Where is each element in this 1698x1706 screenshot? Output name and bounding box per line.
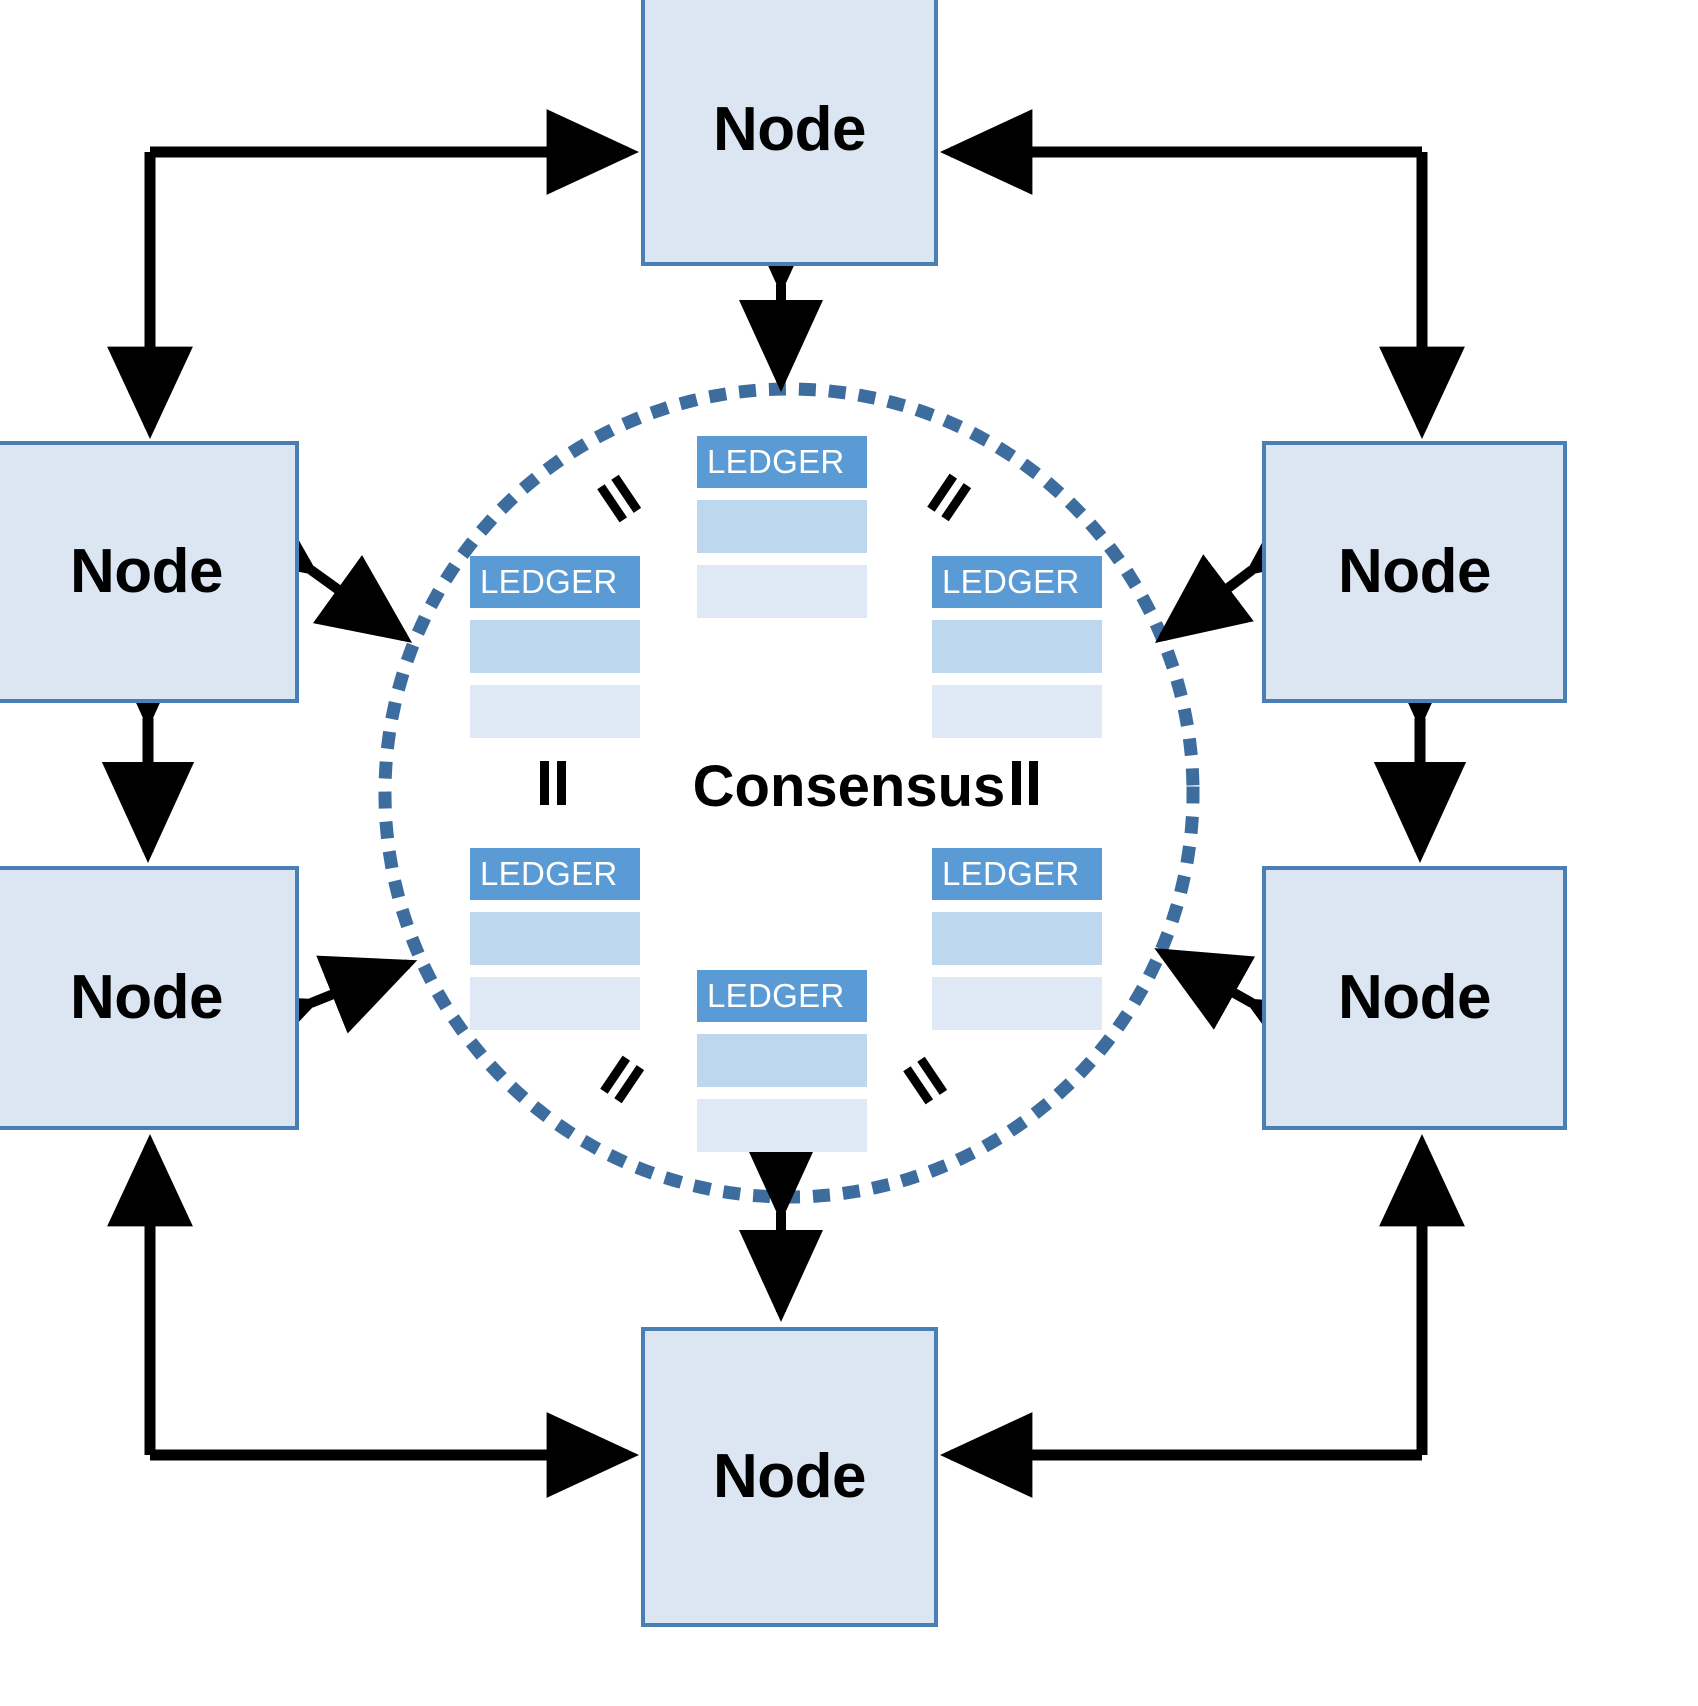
ledger-row [932,620,1102,673]
ledger-row [697,500,867,553]
ledger-header-label: LEDGER [932,848,1102,900]
conn-consensus-left-lower [219,955,418,1073]
conn-topleft-elbow [107,109,639,439]
node-label: Node [713,95,867,164]
ledger-row [470,912,640,965]
ledger-card-lower-right[interactable]: LEDGER [932,848,1102,1030]
node-label: Node [1338,537,1492,606]
node-box-right-upper[interactable]: Node [1262,441,1567,703]
ledger-card-lower-left[interactable]: LEDGER [470,848,640,1030]
ledger-card-top[interactable]: LEDGER [697,436,867,618]
ledger-card-upper-right[interactable]: LEDGER [932,556,1102,738]
node-label: Node [70,963,224,1032]
ledger-row [697,1099,867,1152]
node-label: Node [713,1442,867,1511]
ledger-card-bottom[interactable]: LEDGER [697,970,867,1152]
node-box-left-upper[interactable]: Node [0,441,299,703]
node-label: Node [70,537,224,606]
conn-bottomright-elbow [940,1134,1465,1498]
ledger-row [697,1034,867,1087]
ledger-header-label: LEDGER [470,556,640,608]
ledger-row [932,977,1102,1030]
ledger-row [470,620,640,673]
node-box-bottom[interactable]: Node [641,1327,938,1627]
equals-icon-center-left [534,761,574,805]
conn-bottomleft-elbow [107,1134,639,1498]
ledger-row [697,565,867,618]
ledger-header-label: LEDGER [932,556,1102,608]
equals-icon-center-right [1006,761,1046,805]
node-box-top[interactable]: Node [641,0,938,266]
ledger-header-label: LEDGER [697,970,867,1022]
node-label: Node [1338,963,1492,1032]
ledger-header-label: LEDGER [697,436,867,488]
consensus-label: Consensus [692,754,1006,819]
conn-consensus-right-lower [1154,948,1345,1080]
ledger-row [470,977,640,1030]
conn-consensus-left-upper [219,487,413,643]
node-box-right-lower[interactable]: Node [1262,866,1567,1130]
ledger-row [932,685,1102,738]
ledger-row [932,912,1102,965]
conn-topright-elbow [940,109,1465,439]
ledger-header-label: LEDGER [470,848,640,900]
conn-consensus-right-upper [1155,487,1343,644]
ledger-card-upper-left[interactable]: LEDGER [470,556,640,738]
node-box-left-lower[interactable]: Node [0,866,299,1130]
ledger-row [470,685,640,738]
